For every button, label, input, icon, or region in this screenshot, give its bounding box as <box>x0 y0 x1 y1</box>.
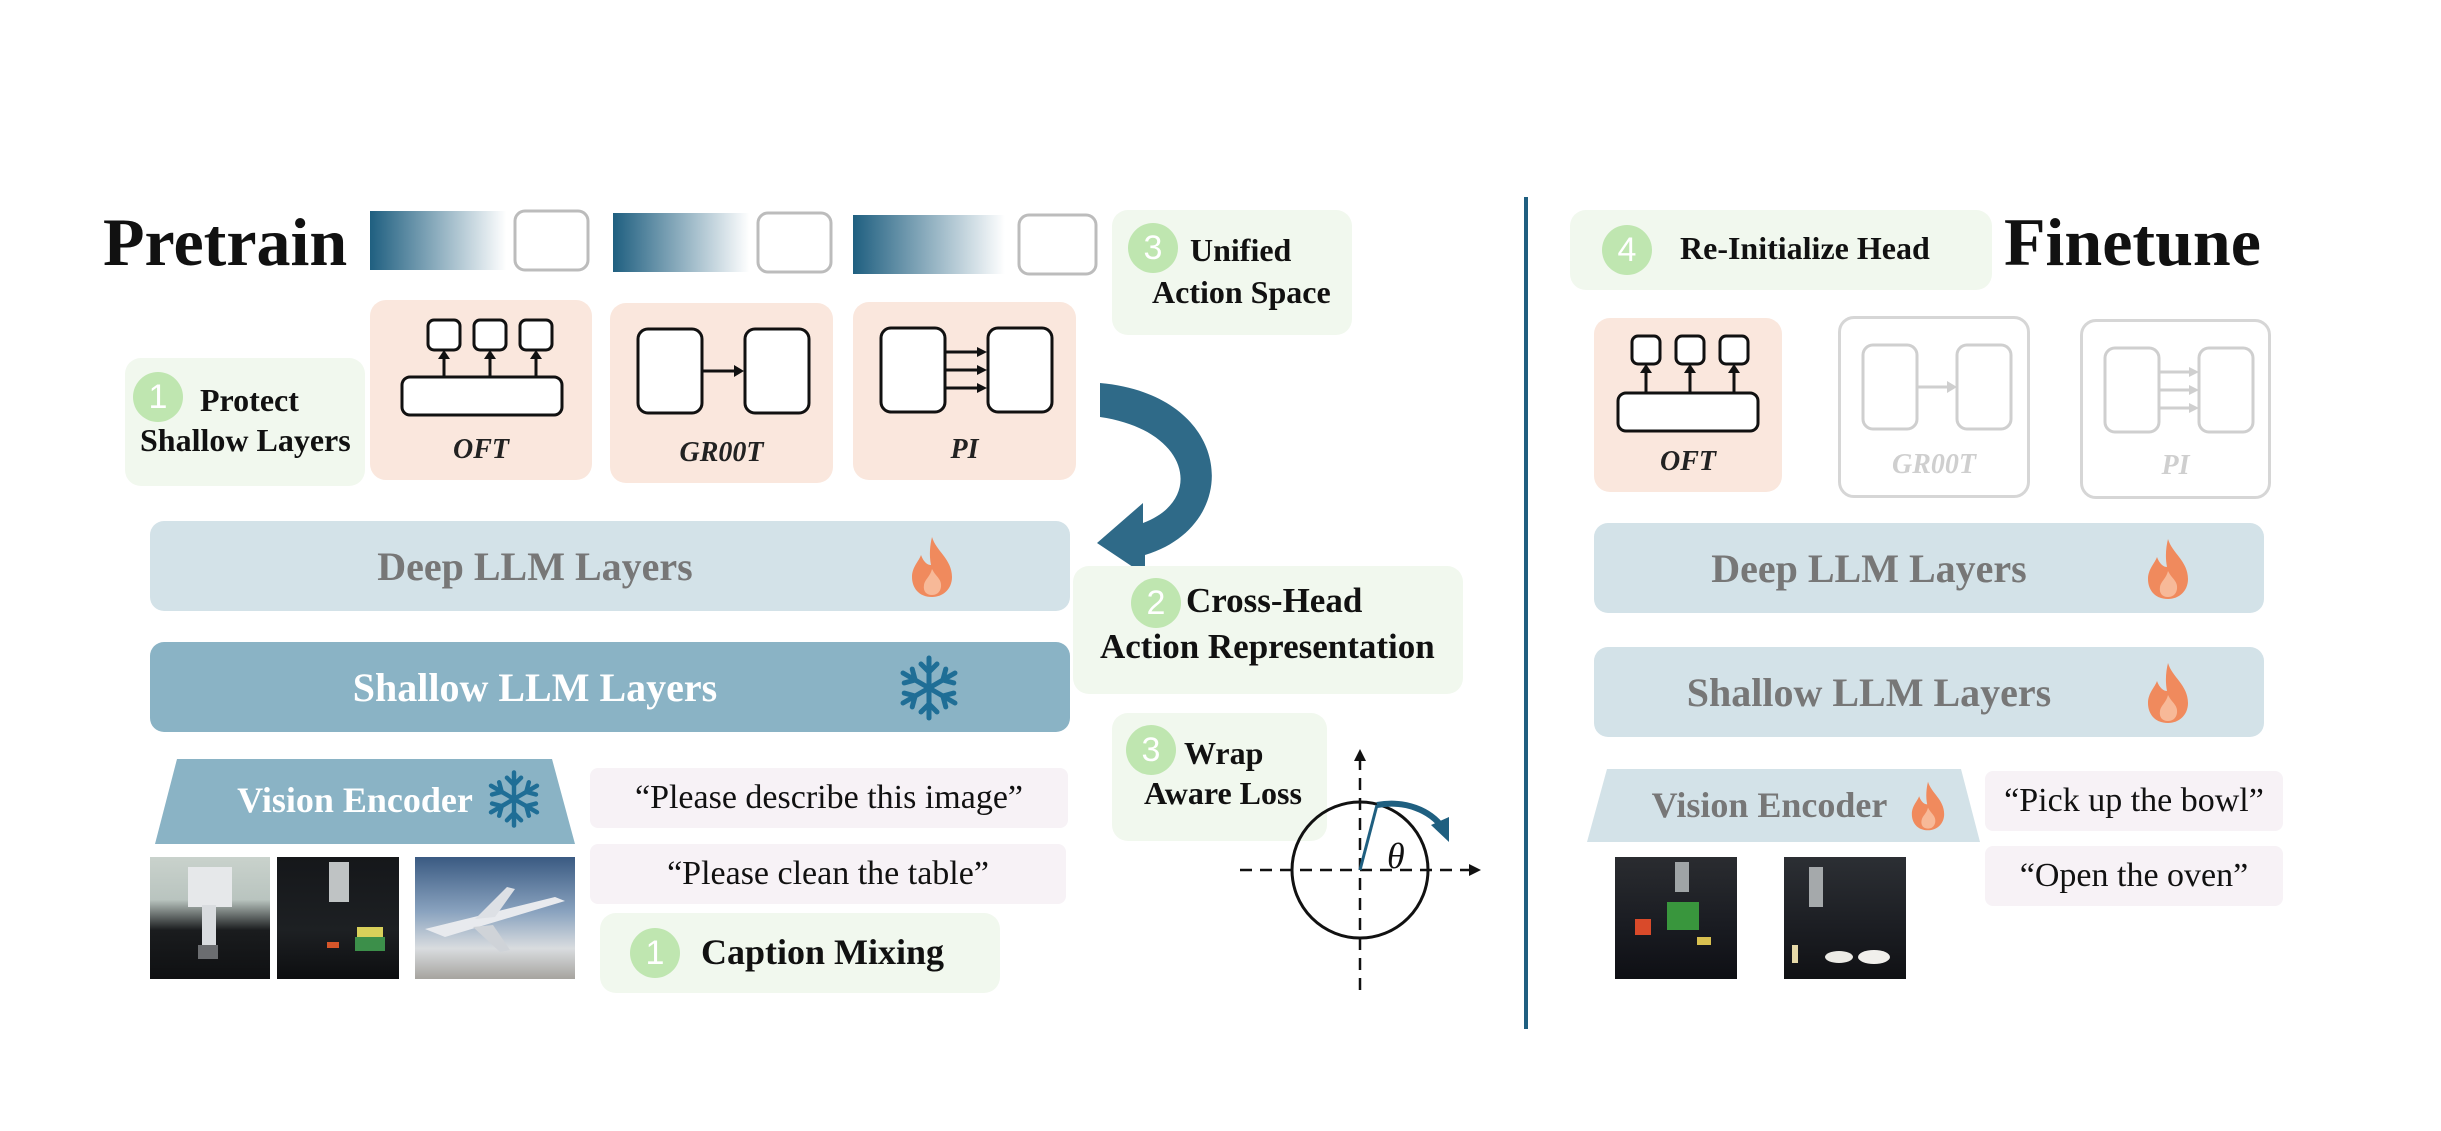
layer-label: Shallow LLM Layers <box>352 664 718 710</box>
head-label: GR00T <box>679 437 764 468</box>
prompt-text: “Pick up the bowl” <box>1985 771 2283 831</box>
layer-label: Shallow LLM Layers <box>1686 669 2052 715</box>
curved-arrow <box>1095 375 1235 575</box>
encoder-label: Vision Encoder <box>1651 785 1888 825</box>
caption-mixing-badge: 1 Caption Mixing <box>600 913 1000 993</box>
wrap-aware-loss-badge: 3 Wrap Aware Loss <box>1112 713 1327 841</box>
step-number: 4 <box>1602 225 1652 275</box>
head-oft: OFT <box>370 300 592 480</box>
badge-text: Action Space <box>1152 274 1331 310</box>
badge-text: Protect <box>200 382 299 418</box>
layer-label: Deep LLM Layers <box>1711 545 2027 591</box>
encoder-label: Vision Encoder <box>237 780 473 820</box>
head-oft: OFT <box>1594 318 1782 492</box>
wrap-angle-diagram: θ <box>1235 745 1485 995</box>
vision-encoder: Vision Encoder <box>155 759 575 844</box>
badge-text: Caption Mixing <box>701 932 945 972</box>
badge-text: Aware Loss <box>1144 775 1302 811</box>
fire-icon <box>2148 539 2188 599</box>
gradient-bar-oft <box>370 209 590 272</box>
shallow-llm-layers: Shallow LLM Layers <box>150 642 1070 732</box>
fire-icon <box>1911 781 1945 831</box>
prompt-text: “Please clean the table” <box>590 844 1066 904</box>
step-number: 3 <box>1126 725 1176 775</box>
head-label: GR00T <box>1892 449 1976 480</box>
gradient-bar-pi <box>853 213 1098 276</box>
head-groot-disabled: GR00T <box>1838 316 2030 498</box>
badge-text: Shallow Layers <box>140 422 351 458</box>
robot-image <box>1784 857 1906 979</box>
robot-image <box>277 857 399 979</box>
badge-text: Wrap <box>1184 735 1264 771</box>
airplane-image <box>415 857 575 979</box>
layer-label: Deep LLM Layers <box>377 543 693 589</box>
shallow-llm-layers: Shallow LLM Layers <box>1594 647 2264 737</box>
pretrain-title: Pretrain <box>103 204 348 280</box>
section-divider <box>1524 197 1528 1029</box>
head-label: OFT <box>1660 446 1716 477</box>
badge-text: Action Representation <box>1100 627 1435 666</box>
deep-llm-layers: Deep LLM Layers <box>1594 523 2264 613</box>
vision-encoder: Vision Encoder <box>1587 769 1980 842</box>
snowflake-icon <box>894 655 964 723</box>
robot-image <box>150 857 270 979</box>
unified-action-space-badge: 3 Unified Action Space <box>1112 210 1352 335</box>
step-number: 1 <box>630 928 680 978</box>
badge-text: Unified <box>1190 232 1292 268</box>
snowflake-icon <box>483 768 545 830</box>
cross-head-action-representation-badge: 2 Cross-Head Action Representation <box>1073 566 1463 694</box>
head-groot: GR00T <box>610 303 833 483</box>
prompt-text: “Open the oven” <box>1985 846 2283 906</box>
head-pi-disabled: PI <box>2080 319 2271 499</box>
badge-text: Cross-Head <box>1186 581 1363 620</box>
theta-label: θ <box>1387 836 1405 876</box>
badge-text: Re-Initialize Head <box>1680 230 1930 266</box>
finetune-title: Finetune <box>2004 204 2261 280</box>
head-pi: PI <box>853 302 1076 480</box>
prompt-text: “Please describe this image” <box>590 768 1068 828</box>
step-number: 1 <box>133 372 183 422</box>
step-number: 3 <box>1128 223 1178 273</box>
robot-image <box>1615 857 1737 979</box>
gradient-bar-groot <box>613 211 833 274</box>
head-label: PI <box>2161 450 2190 481</box>
deep-llm-layers: Deep LLM Layers <box>150 521 1070 611</box>
head-label: OFT <box>453 434 509 465</box>
fire-icon <box>912 537 952 597</box>
step-number: 2 <box>1131 578 1181 628</box>
fire-icon <box>2148 663 2188 723</box>
reinitialize-head-badge: 4 Re-Initialize Head <box>1570 210 1992 290</box>
head-label: PI <box>950 434 979 465</box>
protect-shallow-layers-badge: 1 Protect Shallow Layers <box>125 358 365 486</box>
